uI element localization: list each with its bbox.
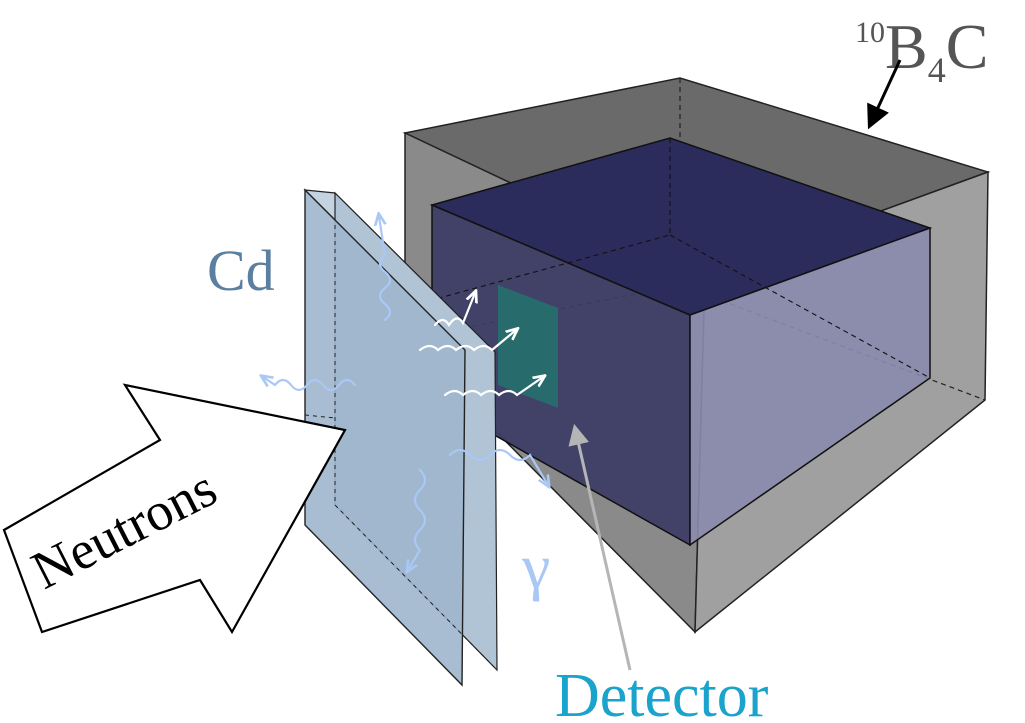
photon-arrow xyxy=(443,377,543,397)
gamma-label: γ xyxy=(521,531,550,602)
photon-arrow xyxy=(408,468,427,570)
b4c-pointer-arrow xyxy=(867,59,902,130)
cd-plate xyxy=(303,188,498,687)
photon-arrow xyxy=(263,377,357,392)
detector-label: Detector xyxy=(555,662,769,723)
photon-arrow xyxy=(418,330,516,352)
svg-text:10B4C: 10B4C xyxy=(855,11,988,90)
photon-arrow xyxy=(379,216,392,322)
cd-label: Cd xyxy=(207,238,275,303)
b4c-label-tail: C xyxy=(946,11,989,82)
detector-pointer-arrow xyxy=(568,423,632,671)
gamma-photons xyxy=(263,216,548,570)
photon-arrow xyxy=(448,448,548,485)
b4c-label: 10B4C xyxy=(855,11,988,130)
b4c-label-sub: 4 xyxy=(928,50,946,90)
b4c-label-sup: 10 xyxy=(855,16,885,49)
b4c-label-main: B xyxy=(885,11,928,82)
photon-arrow xyxy=(433,293,475,328)
neutrons-arrow: Neutrons xyxy=(2,383,347,635)
inner-detector-volume xyxy=(429,137,933,547)
